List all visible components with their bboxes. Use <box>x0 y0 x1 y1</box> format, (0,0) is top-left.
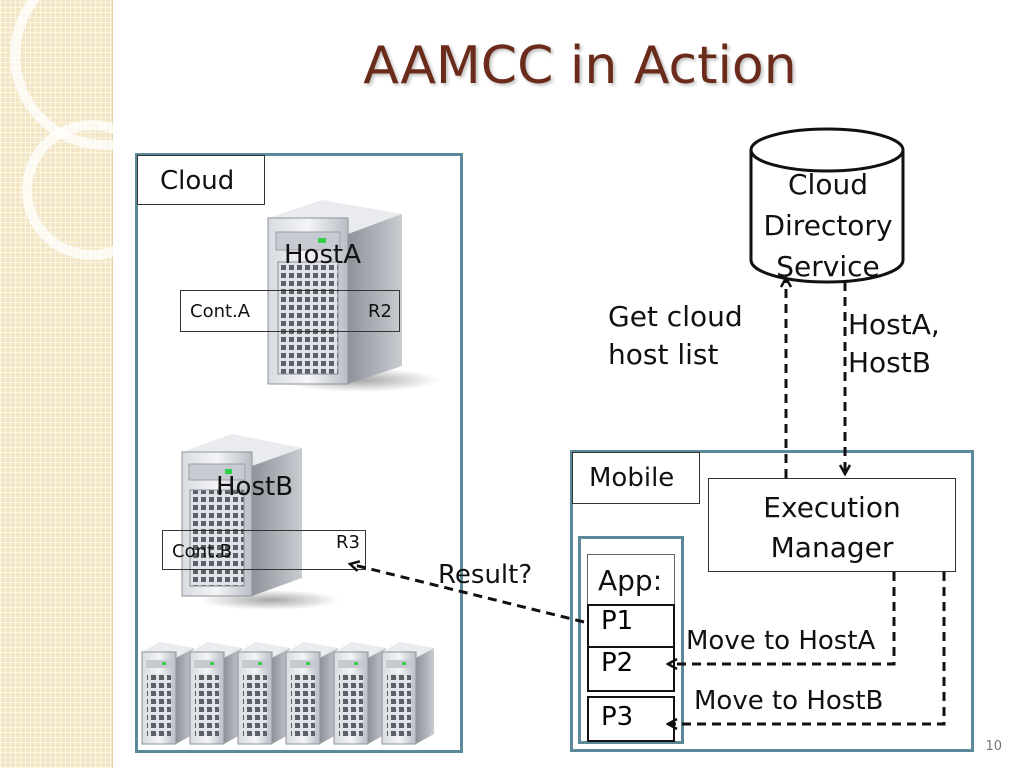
host-b-resource-label: R3 <box>336 532 360 553</box>
move-to-host-a-label: Move to HostA <box>686 626 876 656</box>
slide-title: AAMCC in Action <box>363 36 797 96</box>
host-list-response-label: HostA, HostB <box>848 306 940 382</box>
mobile-frame <box>570 450 974 752</box>
app-outer-frame <box>578 536 684 744</box>
cloud-directory-database-icon <box>749 127 905 284</box>
host-a-label: HostA <box>284 240 361 270</box>
move-to-host-b-label: Move to HostB <box>694 686 884 716</box>
host-a-container-bar <box>180 290 400 332</box>
execution-manager-box <box>708 478 956 572</box>
execution-manager-label: Execution Manager <box>708 488 956 568</box>
app-box <box>587 554 675 606</box>
cloud-label: Cloud <box>137 155 265 205</box>
result-arrow <box>350 564 585 624</box>
get-host-list-line: Get cloud <box>608 300 743 333</box>
cloud-frame <box>135 153 463 753</box>
partition-p3: P3 <box>587 696 675 742</box>
host-list-response-line: HostA, <box>848 308 940 341</box>
farm-server-icon <box>381 642 434 745</box>
host-a-resource-label: R2 <box>368 301 392 322</box>
page-number: 10 <box>985 739 1002 754</box>
cloud-directory-label: Cloud Directory Service <box>750 164 906 287</box>
mobile-label: Mobile <box>572 452 700 504</box>
server-farm-icon <box>141 642 434 745</box>
farm-server-icon <box>189 642 242 745</box>
cloud-directory-label-line: Cloud <box>788 168 868 201</box>
host-b-container-bar <box>162 530 366 570</box>
host-list-response-line: HostB <box>848 345 931 379</box>
app-label: App: <box>598 564 663 597</box>
host-a-server-icon <box>267 200 440 392</box>
cloud-directory-label-line: Directory <box>763 209 893 242</box>
decorative-sidebar <box>0 0 200 768</box>
host-b-label: HostB <box>216 472 294 502</box>
cloud-directory-label-line: Service <box>776 250 880 283</box>
move-p2-arrow <box>668 572 896 664</box>
get-host-list-line: host list <box>608 337 719 371</box>
execution-manager-label-line: Execution <box>763 491 901 524</box>
move-p3-arrow <box>668 572 946 724</box>
execution-manager-label-line: Manager <box>770 531 894 564</box>
host-b-container-label: Cont.B <box>172 541 233 562</box>
result-query-label: Result? <box>438 560 533 590</box>
host-a-container-label: Cont.A <box>190 301 251 322</box>
get-host-list-label: Get cloud host list <box>608 298 743 374</box>
farm-server-icon <box>333 642 386 745</box>
host-b-server-icon <box>181 434 340 610</box>
